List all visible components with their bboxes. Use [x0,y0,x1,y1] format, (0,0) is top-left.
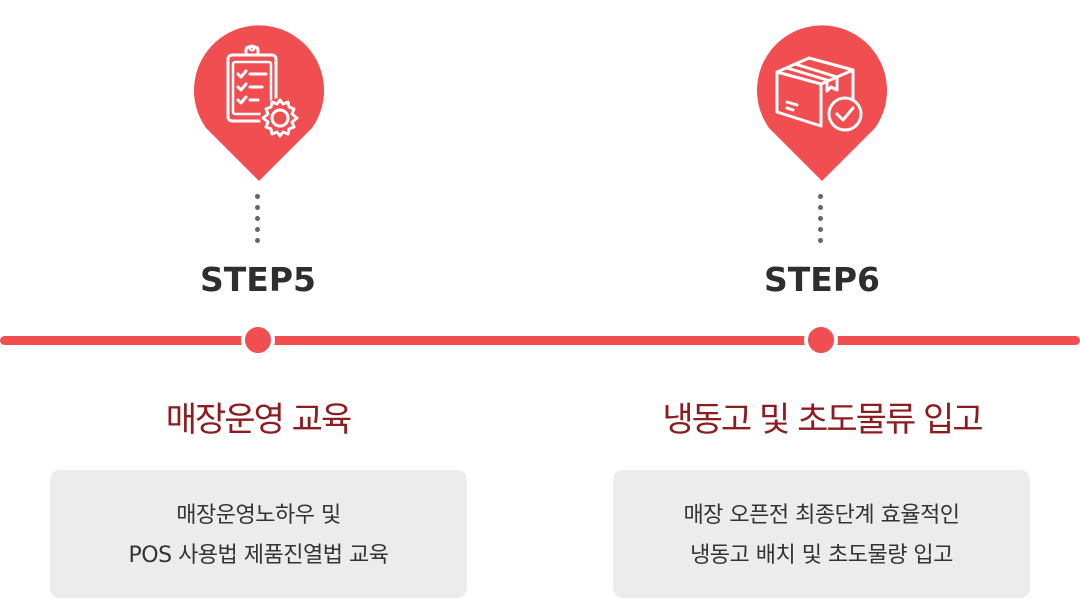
step6-title: 냉동고 및 초도물류 입고 [662,400,983,440]
step6-marker-pin [757,20,887,182]
clipboard-checklist-icon [226,44,300,138]
step5-label: STEP5 [200,260,316,299]
step5-connector-dots [255,194,261,246]
step6-description-line2: 냉동고 배치 및 초도물량 입고 [690,543,953,568]
step5-description-line2: POS 사용법 제품진열법 교육 [128,543,389,568]
step5-description-line1: 매장운영노하우 및 [176,503,341,528]
step5-timeline-node [241,323,275,357]
step6-label: STEP6 [764,260,880,299]
step6-timeline-node [804,323,838,357]
package-check-icon [775,56,863,132]
step5-marker-pin [194,20,324,182]
step6-description-line1: 매장 오픈전 최종단계 효율적인 [683,503,960,528]
step5-description-box: 매장운영노하우 및 POS 사용법 제품진열법 교육 [50,470,467,598]
step5-title: 매장운영 교육 [165,400,353,440]
step6-connector-dots [818,194,824,246]
timeline-line [0,336,1080,345]
step6-description-box: 매장 오픈전 최종단계 효율적인 냉동고 배치 및 초도물량 입고 [613,470,1030,598]
